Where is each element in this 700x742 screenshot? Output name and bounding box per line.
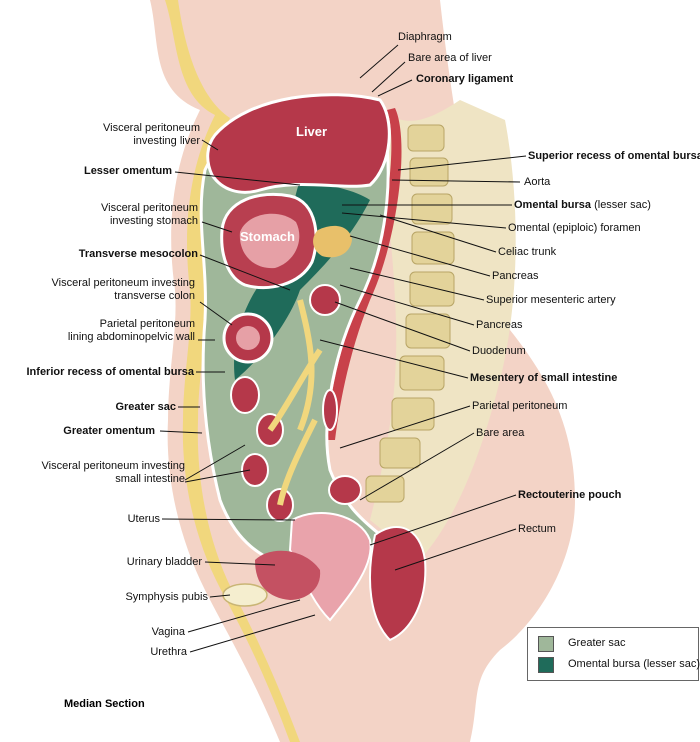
stomach-label: Stomach	[240, 229, 295, 244]
mesentery	[267, 299, 323, 506]
label-bare-area-of-liver: Bare area of liver	[408, 52, 492, 64]
urinary-bladder	[255, 550, 321, 600]
legend: Greater sac Omental bursa (lesser sac)	[527, 627, 700, 681]
duodenum	[309, 284, 341, 316]
rectum	[369, 526, 427, 642]
body-wall-yellow	[165, 0, 300, 742]
legend-swatch-omental-bursa	[538, 657, 554, 673]
label-pancreas-upper: Pancreas	[492, 270, 539, 282]
label-greater-omentum: Greater omentum	[63, 425, 155, 437]
label-coronary-ligament: Coronary ligament	[416, 73, 514, 85]
label-lesser-omentum: Lesser omentum	[83, 165, 172, 177]
label-visceral-peritoneum-small-intestine: Visceral peritoneum investing small inte…	[41, 460, 185, 485]
liver-label: Liver	[296, 124, 328, 139]
legend-label-omental-bursa: Omental bursa (lesser sac)	[568, 658, 700, 670]
label-visceral-peritoneum-stomach: Visceral peritoneum investing stomach	[100, 202, 198, 227]
label-diaphragm: Diaphragm	[398, 31, 452, 43]
label-vagina: Vagina	[151, 626, 185, 638]
label-aorta: Aorta	[524, 176, 551, 188]
label-omental-bursa: Omental bursa (lesser sac)	[514, 199, 651, 211]
aorta	[325, 108, 402, 440]
label-bare-area: Bare area	[476, 427, 525, 439]
figure-caption: Median Section	[64, 698, 145, 710]
label-parietal-peritoneum: Parietal peritoneum	[472, 400, 568, 412]
label-mesentery-small-intestine: Mesentery of small intestine	[470, 372, 618, 384]
label-visceral-peritoneum-transverse-colon: Visceral peritoneum investing transverse…	[51, 277, 195, 302]
label-uterus: Uterus	[127, 513, 160, 525]
label-parietal-peritoneum-wall: Parietal peritoneum lining abdominopelvi…	[67, 318, 195, 343]
label-greater-sac: Greater sac	[115, 401, 176, 413]
label-inferior-recess: Inferior recess of omental bursa	[26, 366, 195, 378]
label-transverse-mesocolon: Transverse mesocolon	[78, 248, 198, 260]
label-urethra: Urethra	[150, 646, 187, 658]
pancreas	[313, 225, 352, 258]
label-celiac-trunk: Celiac trunk	[498, 246, 557, 258]
label-rectum: Rectum	[518, 523, 556, 535]
label-urinary-bladder: Urinary bladder	[126, 556, 202, 568]
symphysis-pubis	[222, 583, 268, 607]
label-omental-foramen: Omental (epiploic) foramen	[508, 222, 641, 234]
label-superior-recess: Superior recess of omental bursa	[528, 150, 700, 162]
legend-swatch-greater-sac	[538, 636, 554, 652]
leader-lines	[159, 44, 527, 653]
legend-label-greater-sac: Greater sac	[568, 637, 626, 649]
label-pancreas-lower: Pancreas	[476, 319, 523, 331]
label-visceral-peritoneum-liver: Visceral peritoneum investing liver	[102, 122, 200, 147]
stomach-lumen	[239, 213, 300, 269]
label-rectouterine-pouch: Rectouterine pouch	[518, 489, 622, 501]
label-superior-mesenteric-artery: Superior mesenteric artery	[486, 294, 616, 306]
liver	[206, 93, 391, 194]
vertebrae	[365, 124, 455, 503]
label-symphysis-pubis: Symphysis pubis	[125, 591, 208, 603]
label-duodenum: Duodenum	[472, 345, 526, 357]
small-intestine-loops	[230, 376, 362, 522]
